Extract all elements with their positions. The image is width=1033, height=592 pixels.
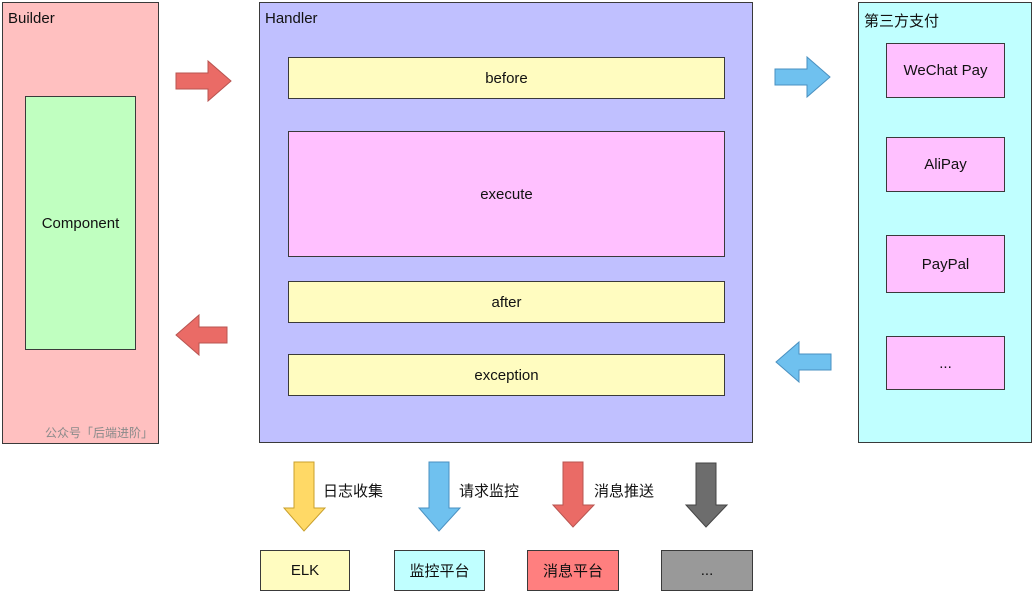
builder-panel: Builder Component 公众号「后端进阶」	[2, 2, 159, 444]
handler-title: Handler	[265, 10, 318, 27]
other-output-label: ...	[700, 562, 714, 579]
after-label: after	[491, 293, 522, 311]
execute-label: execute	[480, 185, 533, 203]
component-label: Component	[41, 214, 120, 232]
payment-wechat: WeChat Pay	[886, 43, 1005, 98]
builder-to-handler-arrow	[175, 59, 232, 103]
request-monitor-arrow	[417, 461, 462, 532]
elk-label: ELK	[290, 562, 320, 579]
message-platform-box: 消息平台	[527, 550, 619, 591]
third-party-title: 第三方支付	[864, 13, 940, 30]
exception-label: exception	[474, 366, 539, 384]
payment-more-label: ...	[939, 354, 952, 372]
watermark: 公众号「后端进阶」	[45, 426, 154, 440]
payment-alipay: AliPay	[886, 137, 1005, 192]
handler-to-builder-arrow	[175, 313, 228, 357]
component-box: Component	[25, 96, 136, 350]
elk-box: ELK	[260, 550, 350, 591]
other-output-arrow	[684, 462, 729, 528]
before-label: before	[485, 69, 528, 87]
log-collect-label: 日志收集	[323, 483, 384, 500]
payment-alipay-label: AliPay	[924, 156, 967, 173]
monitor-platform-label: 监控平台	[409, 563, 470, 580]
exception-stage: exception	[288, 354, 725, 396]
payment-more: ...	[886, 336, 1005, 390]
payment-paypal-label: PayPal	[921, 255, 970, 273]
payment-to-handler-arrow	[775, 340, 832, 384]
execute-stage: execute	[288, 131, 725, 257]
builder-title: Builder	[8, 10, 55, 27]
message-push-label: 消息推送	[594, 483, 655, 500]
payment-wechat-label: WeChat Pay	[903, 62, 988, 79]
before-stage: before	[288, 57, 725, 99]
message-push-arrow	[551, 461, 596, 528]
handler-panel: Handler before execute after exception	[259, 2, 753, 443]
monitor-platform-box: 监控平台	[394, 550, 485, 591]
handler-to-payment-arrow	[774, 55, 831, 99]
other-output-box: ...	[661, 550, 753, 591]
message-platform-label: 消息平台	[542, 563, 603, 580]
log-collect-arrow	[282, 461, 327, 532]
payment-paypal: PayPal	[886, 235, 1005, 293]
third-party-panel: 第三方支付 WeChat Pay AliPay PayPal ...	[858, 2, 1032, 443]
after-stage: after	[288, 281, 725, 323]
request-monitor-label: 请求监控	[459, 483, 520, 500]
